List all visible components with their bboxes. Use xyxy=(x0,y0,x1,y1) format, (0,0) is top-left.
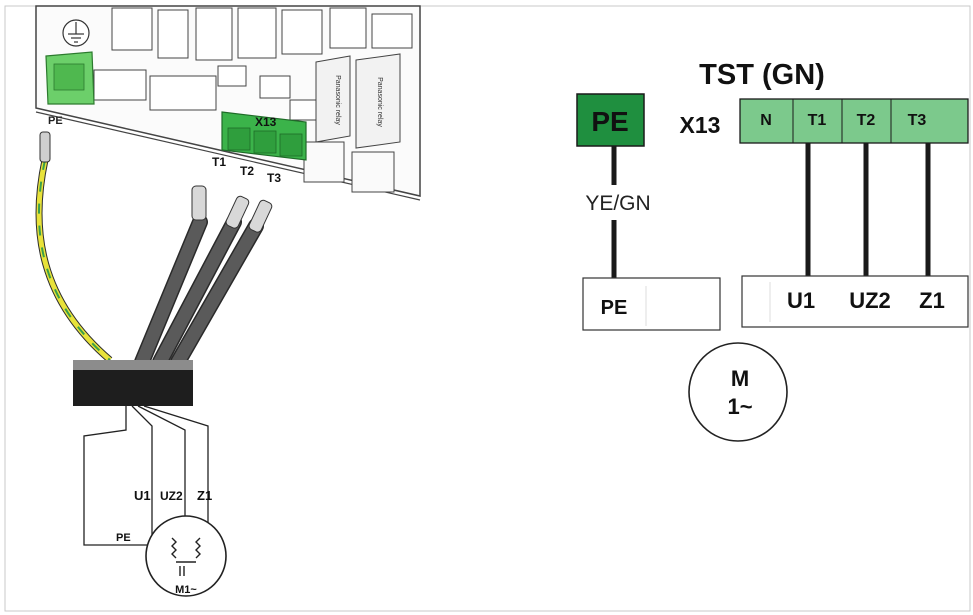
schematic-title: TST (GN) xyxy=(699,59,825,91)
connector-id-label: X13 xyxy=(680,112,721,138)
motor-leads xyxy=(83,405,209,546)
relay-2: Panasonic relay xyxy=(355,53,401,149)
wire-color-label: YE/GN xyxy=(585,192,650,215)
x13-connector-label: X13 xyxy=(255,115,277,129)
pe-connector xyxy=(45,51,95,105)
motor-leads-block: U1 UZ2 Z1 xyxy=(741,275,969,328)
motor-symbol: M 1~ xyxy=(688,342,788,442)
motor-pe-label: PE xyxy=(116,532,131,544)
terminal-t3: T3 xyxy=(908,112,927,129)
relay-1-label: Panasonic relay xyxy=(334,75,341,125)
pe-terminal-box: PE xyxy=(576,93,645,147)
motor-symbol-line1: M xyxy=(731,366,749,391)
motor-cables xyxy=(134,185,273,370)
lead-label-uz2: UZ2 xyxy=(160,489,183,503)
terminal-n: N xyxy=(760,112,772,129)
lead-label-z1: Z1 xyxy=(197,488,212,503)
motor-lead-u1: U1 xyxy=(787,288,815,313)
lead-label-u1: U1 xyxy=(134,488,151,503)
pe-terminal-label: PE xyxy=(591,106,628,137)
relay-1: Panasonic relay xyxy=(315,55,351,143)
pe-wire-label: PE xyxy=(48,115,63,127)
pe-block-label: PE xyxy=(601,297,628,319)
x13-connector xyxy=(221,111,307,161)
pcb-board: Panasonic relay Panasonic relay xyxy=(35,5,421,201)
relay-2-label: Panasonic relay xyxy=(376,77,383,127)
motor-lead-z1: Z1 xyxy=(919,288,945,313)
terminal-t2: T2 xyxy=(857,112,876,129)
motor-lead-uz2: UZ2 xyxy=(849,288,891,313)
frame-border xyxy=(4,5,971,612)
motor-symbol-line2: 1~ xyxy=(727,394,752,419)
pe-wire xyxy=(35,131,113,363)
pe-block: PE xyxy=(582,277,721,331)
terminal-label-t2: T2 xyxy=(240,164,254,178)
terminal-strip: N T1 T2 T3 xyxy=(739,98,969,144)
terminal-label-t3: T3 xyxy=(267,171,281,185)
cable-gland xyxy=(73,360,193,406)
terminal-label-t1: T1 xyxy=(212,155,226,169)
motor-winding-symbol xyxy=(145,515,227,597)
motor-label-left: M1~ xyxy=(175,584,197,596)
terminal-t1: T1 xyxy=(808,112,827,129)
